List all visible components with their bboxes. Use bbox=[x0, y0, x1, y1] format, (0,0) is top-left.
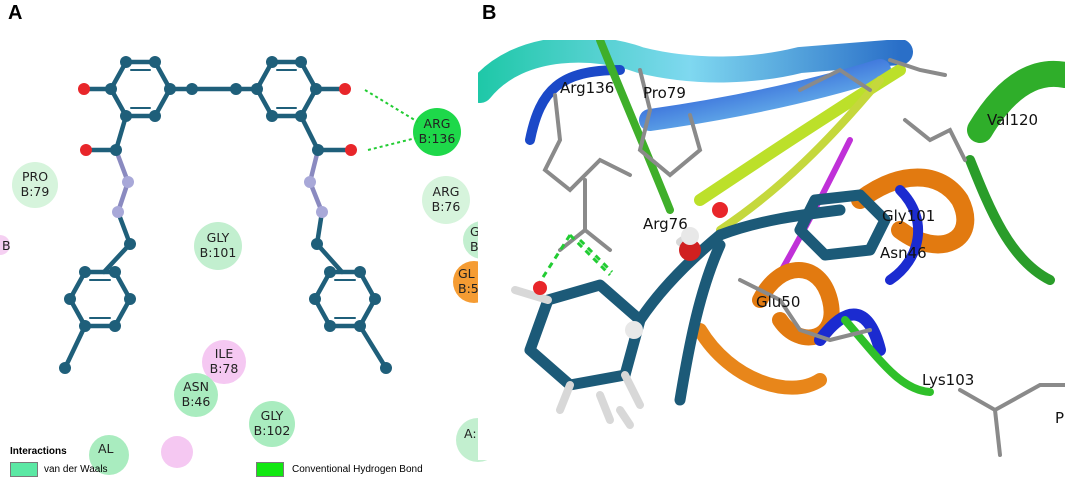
panel-a-interaction-diagram: ARG B:136 PRO B:79 ARG B:76 GLY B:101 GL… bbox=[0, 28, 488, 486]
res-id-pro79: B:79 bbox=[21, 184, 50, 199]
res-id-gly101: B:101 bbox=[200, 245, 237, 260]
residue-disc-gly101 bbox=[194, 222, 242, 270]
res-id-ile78: B:78 bbox=[210, 361, 239, 376]
legend-title: Interactions bbox=[10, 446, 67, 457]
residue-disc-partial-pink bbox=[161, 436, 193, 468]
partial-text-a: A: bbox=[464, 426, 477, 441]
label-p: P bbox=[1055, 409, 1064, 427]
panel-b-hbonds bbox=[536, 233, 614, 286]
legend: Interactions van der Waals Conventional … bbox=[0, 440, 488, 486]
ligand-atoms bbox=[59, 56, 392, 374]
legend-swatch-hbond bbox=[256, 462, 284, 477]
res-name-ile78: ILE bbox=[215, 346, 234, 361]
panel-b-3d-render: Arg136 Pro79 Arg76 Gly101 Asn46 Glu50 Ly… bbox=[478, 40, 1065, 460]
residue-disc-asn46 bbox=[174, 373, 218, 417]
hbond-line-2 bbox=[367, 137, 417, 151]
label-arg76: Arg76 bbox=[643, 215, 688, 233]
residue-labels: ARG B:136 PRO B:79 ARG B:76 GLY B:101 GL… bbox=[2, 116, 480, 456]
panel-b-label: B bbox=[482, 2, 497, 24]
residue-disc-gly102 bbox=[249, 401, 295, 447]
hbond-line-1 bbox=[364, 89, 419, 123]
res-name-asn46: ASN bbox=[183, 379, 209, 394]
partial-text-al: AL bbox=[98, 441, 114, 456]
partial-text-gl: GL bbox=[458, 266, 475, 281]
residue-sticks bbox=[542, 58, 1065, 457]
label-val120: Val120 bbox=[987, 111, 1038, 129]
residue-disc-ile78 bbox=[202, 340, 246, 384]
res-name-arg136: ARG bbox=[424, 116, 451, 131]
res-id-asn46: B:46 bbox=[182, 394, 211, 409]
label-asn46: Asn46 bbox=[880, 244, 927, 262]
residue-disc-pro79 bbox=[12, 162, 58, 208]
legend-label-hbond: Conventional Hydrogen Bond bbox=[292, 464, 423, 475]
label-gly101: Gly101 bbox=[882, 207, 935, 225]
residue-disc-partial-left bbox=[0, 235, 10, 255]
legend-label-vdw: van der Waals bbox=[44, 464, 108, 475]
hbond-lines bbox=[364, 89, 419, 151]
docking-render-svg: Arg136 Pro79 Arg76 Gly101 Asn46 Glu50 Ly… bbox=[478, 40, 1065, 457]
res-id-arg136: B:136 bbox=[419, 131, 456, 146]
panel-b-ligand bbox=[511, 189, 891, 429]
partial-text-left: B bbox=[2, 238, 11, 253]
panel-b-labels: Arg136 Pro79 Arg76 Gly101 Asn46 Glu50 Ly… bbox=[560, 79, 1064, 427]
res-name-gly101: GLY bbox=[207, 230, 230, 245]
label-glu50: Glu50 bbox=[756, 293, 800, 311]
panel-a-label: A bbox=[8, 2, 23, 24]
res-id-gly102: B:102 bbox=[254, 423, 291, 438]
label-lys103: Lys103 bbox=[922, 371, 974, 389]
protein-ribbons bbox=[478, 40, 1065, 396]
partial-text-g: G bbox=[470, 224, 480, 239]
residue-discs bbox=[0, 108, 488, 475]
res-name-gly102: GLY bbox=[261, 408, 284, 423]
res-name-arg76: ARG bbox=[433, 184, 460, 199]
res-name-pro79: PRO bbox=[22, 169, 48, 184]
res-id-arg76: B:76 bbox=[432, 199, 461, 214]
interaction-diagram-svg: ARG B:136 PRO B:79 ARG B:76 GLY B:101 GL… bbox=[0, 56, 488, 475]
label-arg136: Arg136 bbox=[560, 79, 614, 97]
legend-swatch-vdw bbox=[10, 462, 38, 477]
label-pro79: Pro79 bbox=[643, 84, 686, 102]
partial-text-b5: B:5 bbox=[458, 281, 479, 296]
residue-disc-arg76 bbox=[422, 176, 470, 224]
residue-disc-partial-al bbox=[89, 435, 129, 475]
partial-text-b: B bbox=[470, 239, 479, 254]
residue-disc-arg136 bbox=[413, 108, 461, 156]
